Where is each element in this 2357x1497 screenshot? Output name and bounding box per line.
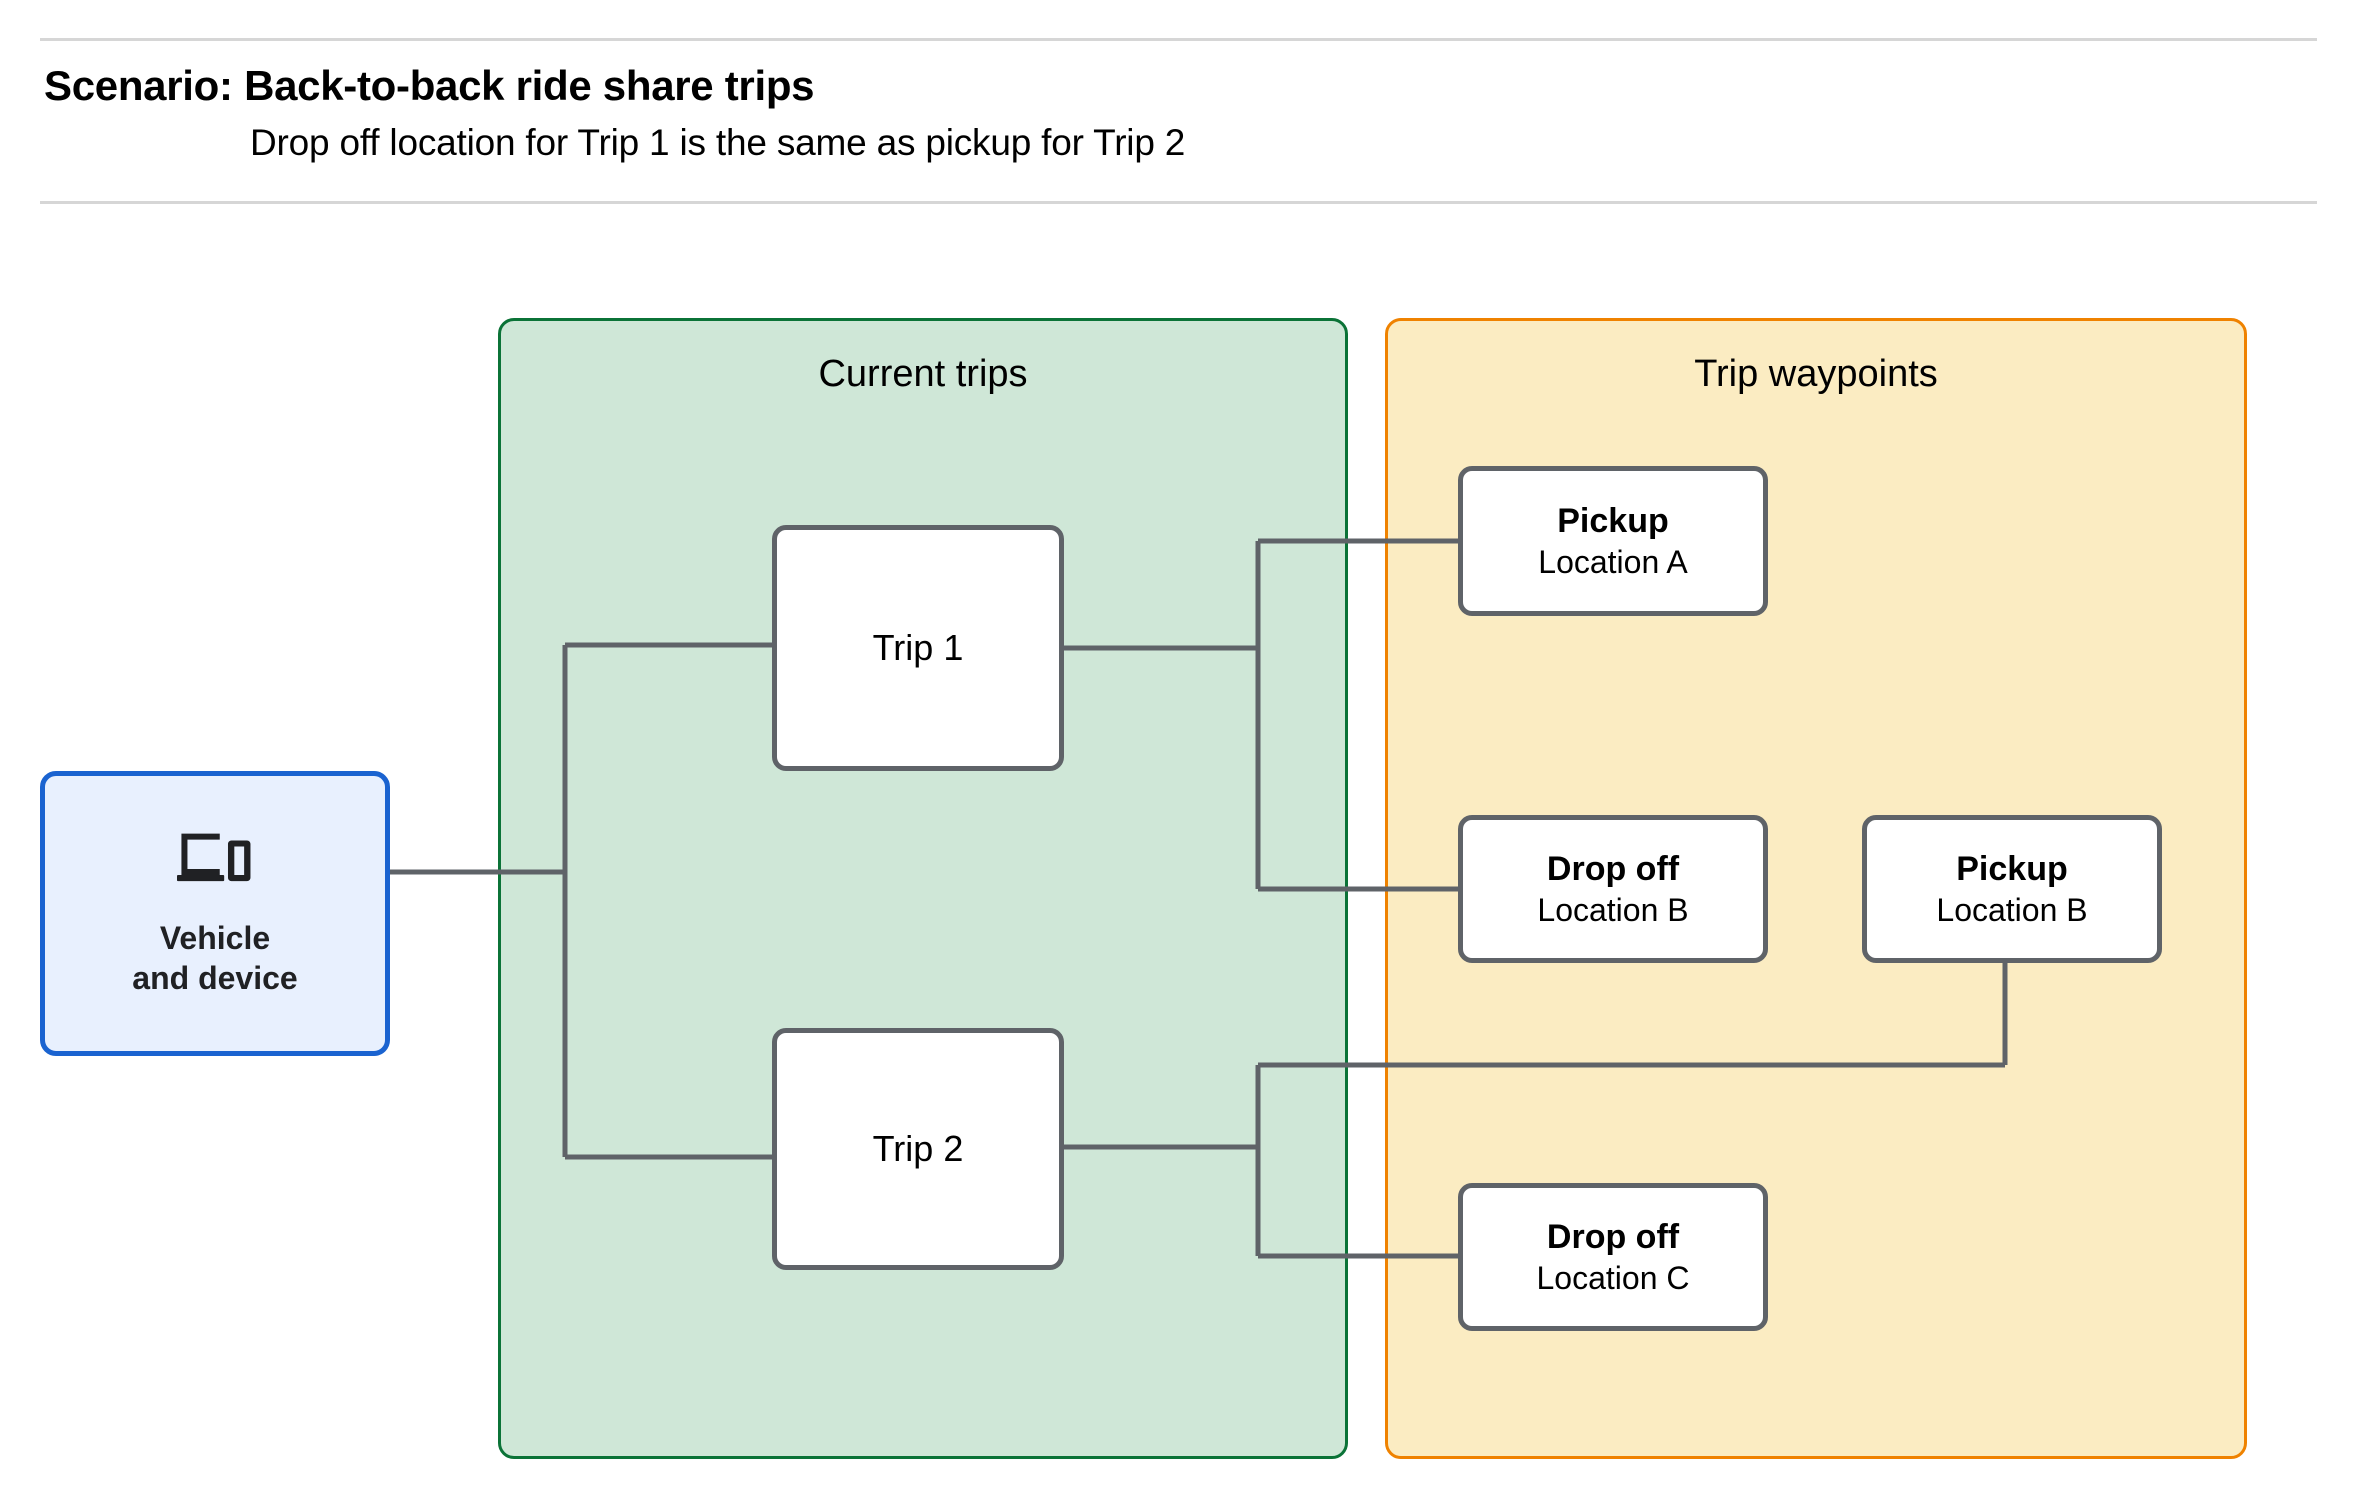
waypoint-type-label: Pickup	[1557, 501, 1669, 540]
header-divider-top	[40, 38, 2317, 41]
panel-title-current-trips: Current trips	[818, 353, 1028, 395]
devices-icon	[177, 833, 251, 881]
waypoint-location-label: Location B	[1936, 891, 2088, 928]
vehicle-label-line-2: and device	[132, 959, 298, 996]
node-trip-1-label: Trip 1	[872, 626, 964, 668]
page-title: Scenario: Back-to-back ride share trips	[44, 62, 815, 109]
vehicle-label-line-1: Vehicle	[159, 919, 271, 956]
waypoint-type-label: Drop off	[1546, 849, 1680, 888]
page-subtitle: Drop off location for Trip 1 is the same…	[250, 122, 1186, 163]
node-waypoint-pickup-a[interactable]: Pickup Location A	[1458, 466, 1768, 616]
panel-current-trips: Current trips	[498, 318, 1348, 1459]
waypoint-location-label: Location A	[1538, 543, 1688, 580]
node-vehicle-label: Vehicle and device	[132, 918, 297, 998]
node-waypoint-dropoff-c[interactable]: Drop off Location C	[1458, 1183, 1768, 1331]
waypoint-location-label: Location C	[1536, 1259, 1690, 1296]
node-trip-2-label: Trip 2	[872, 1127, 964, 1169]
waypoint-type-label: Drop off	[1546, 1217, 1680, 1256]
node-vehicle-and-device[interactable]: Vehicle and device	[40, 771, 390, 1056]
node-trip-2[interactable]: Trip 2	[772, 1028, 1064, 1270]
node-waypoint-pickup-b[interactable]: Pickup Location B	[1862, 815, 2162, 963]
panel-title-trip-waypoints: Trip waypoints	[1694, 353, 1938, 395]
waypoint-location-label: Location B	[1537, 891, 1689, 928]
node-waypoint-dropoff-b[interactable]: Drop off Location B	[1458, 815, 1768, 963]
node-trip-1[interactable]: Trip 1	[772, 525, 1064, 771]
header-divider-bottom	[40, 201, 2317, 204]
waypoint-type-label: Pickup	[1956, 849, 2068, 888]
